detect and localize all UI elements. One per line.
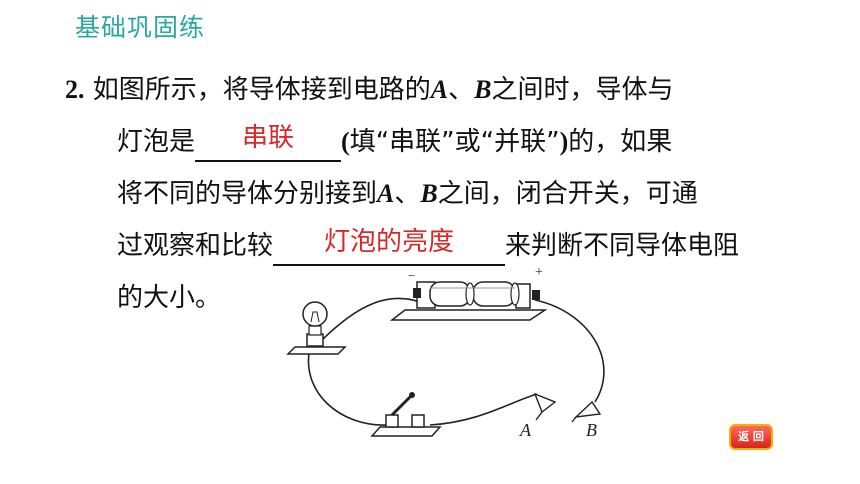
question-block: 2. 如图所示，将导体接到电路的A、B之间时，导体与 灯泡是串联(填“串联”或“… (65, 64, 795, 324)
question-text: 之间时，导体与 (491, 75, 674, 105)
wire-bulb-switch (307, 346, 389, 426)
question-line-4: 过观察和比较 灯泡的亮度 来判断不同导体电阻 (65, 220, 795, 272)
wire-battery-b (534, 299, 605, 403)
label-b: B (586, 420, 597, 440)
question-text: 的大小。 (117, 283, 222, 313)
question-text: 如图所示，将导体接到电路的 (92, 75, 431, 105)
circuit-diagram: − + A B (286, 265, 605, 440)
label-a: A (519, 420, 532, 440)
question-text: 将不同的导体分别接到 (117, 179, 378, 209)
answer-1: 串联 (242, 123, 295, 153)
question-text: 填“串联”或“并联” (349, 127, 560, 157)
minus-sign: − (408, 268, 415, 283)
wire-bulb-battery (319, 297, 421, 343)
question-text: 来判断不同导体电阻 (505, 231, 740, 261)
question-line-1: 2. 如图所示，将导体接到电路的A、B之间时，导体与 (65, 64, 795, 116)
return-button[interactable]: 返 回 (729, 424, 773, 450)
close-paren: ) (559, 127, 569, 156)
point-b-text: B (474, 75, 492, 104)
clip-b-icon (571, 400, 602, 423)
battery-holder (389, 281, 548, 321)
question-line-5: 的大小。 (65, 272, 795, 324)
point-b-text: B (420, 179, 438, 208)
separator: 、 (394, 179, 421, 209)
light-bulb-icon (286, 301, 347, 355)
switch-icon (370, 392, 442, 437)
clip-a-icon (533, 392, 557, 421)
point-a-text: A (430, 75, 449, 104)
wire-switch-a (429, 393, 538, 426)
section-title: 基础巩固练 (75, 13, 206, 42)
plus-sign: + (535, 265, 543, 280)
wires (307, 297, 605, 426)
question-number-dot: . (78, 75, 85, 104)
question-text: 过观察和比较 (117, 231, 274, 261)
question-number: 2 (65, 75, 78, 104)
answer-blank-2[interactable]: 灯泡的亮度 (273, 224, 506, 266)
question-text: 灯泡是 (117, 127, 196, 157)
answer-2: 灯泡的亮度 (324, 227, 455, 257)
open-paren: ( (341, 127, 350, 156)
answer-blank-1[interactable]: 串联 (195, 120, 342, 162)
point-a-text: A (377, 179, 395, 208)
question-text: 的，如果 (568, 127, 673, 157)
question-line-2: 灯泡是 串联 (填“串联”或“并联”)的，如果 (65, 116, 795, 168)
question-line-3: 将不同的导体分别接到A、B之间，闭合开关，可通 (65, 168, 795, 220)
question-text: 之间，闭合开关，可通 (437, 179, 698, 209)
separator: 、 (448, 75, 475, 105)
